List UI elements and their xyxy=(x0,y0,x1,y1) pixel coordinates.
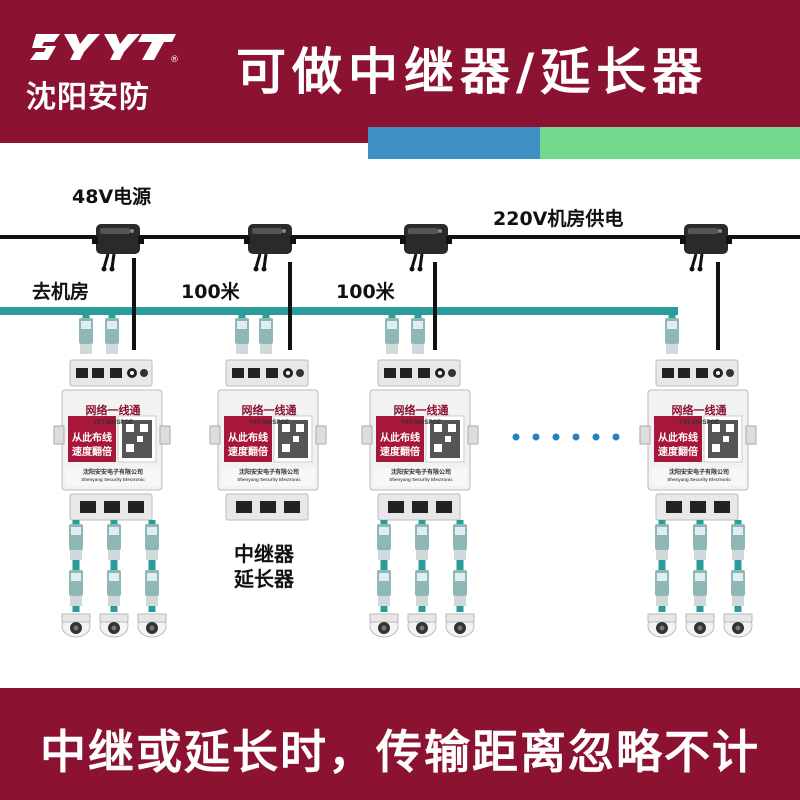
device-slogan-1: 从此布线 xyxy=(380,431,420,444)
device-slogan-2: 速度翻倍 xyxy=(380,445,420,458)
power-adapter-1-icon xyxy=(90,222,146,273)
camera-icon xyxy=(723,613,753,638)
device-maker-en: Shenyang Security Electronic xyxy=(237,477,301,482)
device-model: YXT-800SPOE xyxy=(401,420,441,426)
device-slogan-1: 从此布线 xyxy=(228,431,268,444)
device-title: 网络一线通 xyxy=(242,403,297,417)
headline: 可做中继器/延长器 xyxy=(236,43,709,101)
accent-stripe-green-lower xyxy=(540,143,800,159)
accent-stripe-green xyxy=(540,127,800,143)
label-room-power: 220V机房供电 xyxy=(493,208,624,230)
power-adapter-3-icon xyxy=(398,222,454,273)
label-extender: 延长器 xyxy=(234,567,294,591)
camera-icon xyxy=(137,613,167,638)
registered-mark: ® xyxy=(170,55,178,62)
device-maker-en: Shenyang Security Electronic xyxy=(389,477,453,482)
camera-icon xyxy=(99,613,129,638)
camera-icon xyxy=(369,613,399,638)
label-to-room: 去机房 xyxy=(32,281,90,303)
label-distance-2: 100米 xyxy=(336,281,395,303)
camera-icon xyxy=(407,613,437,638)
device-slogan-2: 速度翻倍 xyxy=(72,445,112,458)
device-maker-en: Shenyang Security Electronic xyxy=(667,477,731,482)
more-devices-ellipsis xyxy=(512,433,620,441)
header-banner xyxy=(0,0,800,143)
device-slogan-2: 速度翻倍 xyxy=(228,445,268,458)
label-repeater: 中继器 xyxy=(234,542,294,566)
camera-icon xyxy=(61,613,91,638)
device-model: YXT-800SPOE xyxy=(679,420,719,426)
device-title: 网络一线通 xyxy=(394,403,449,417)
device-maker-en: Shenyang Security Electronic xyxy=(81,477,145,482)
device-slogan-1: 从此布线 xyxy=(658,431,698,444)
device-maker: 沈阳安安电子有限公司 xyxy=(669,468,729,476)
accent-stripe-blue-lower xyxy=(368,143,540,159)
device-maker: 沈阳安安电子有限公司 xyxy=(83,468,143,476)
footer-banner xyxy=(0,688,800,800)
power-adapter-4-icon xyxy=(678,222,734,273)
accent-stripe-blue xyxy=(368,127,540,143)
device-slogan-1: 从此布线 xyxy=(72,431,112,444)
device-title: 网络一线通 xyxy=(672,403,727,417)
device-maker: 沈阳安安电子有限公司 xyxy=(391,468,451,476)
device-slogan-2: 速度翻倍 xyxy=(658,445,698,458)
footer-text: 中继或延长时，传输距离忽略不计 xyxy=(40,725,760,779)
device-title: 网络一线通 xyxy=(86,403,141,417)
brand-logo-icon: ® xyxy=(30,34,178,62)
device-model: YXT-800SPOE xyxy=(93,420,133,426)
device-maker: 沈阳安安电子有限公司 xyxy=(239,468,299,476)
camera-icon xyxy=(647,613,677,638)
company-name: 沈阳安防 xyxy=(26,80,150,115)
camera-icon xyxy=(685,613,715,638)
label-distance-1: 100米 xyxy=(181,281,240,303)
camera-icon xyxy=(445,613,475,638)
device-model: YXT-800SPOE xyxy=(249,420,289,426)
label-48v-power: 48V电源 xyxy=(72,186,152,208)
